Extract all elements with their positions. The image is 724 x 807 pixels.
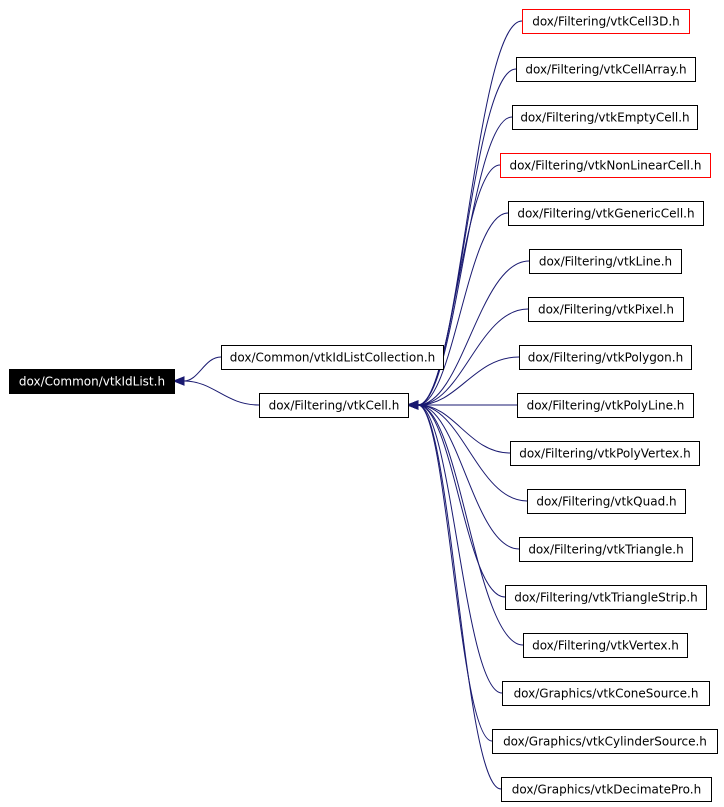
node-label: dox/Filtering/vtkQuad.h	[536, 495, 676, 509]
node-box	[492, 729, 718, 754]
node-box	[517, 393, 694, 418]
node-label: dox/Filtering/vtkVertex.h	[532, 639, 679, 653]
node-box	[516, 57, 696, 82]
node-polyline[interactable]: dox/Filtering/vtkPolyLine.h	[517, 393, 694, 418]
node-box	[500, 153, 711, 178]
edge-n_quad-to-n_cell	[406, 400, 528, 502]
edge-line	[417, 260, 530, 406]
node-quad[interactable]: dox/Filtering/vtkQuad.h	[527, 489, 686, 514]
edge-line	[183, 356, 222, 382]
graph-edges	[172, 20, 530, 790]
edge-n_tristrip-to-n_cell	[406, 400, 506, 598]
node-box	[523, 633, 688, 658]
node-cellarray[interactable]: dox/Filtering/vtkCellArray.h	[516, 57, 696, 82]
node-box	[221, 345, 444, 370]
edge-n_generic-to-n_cell	[406, 212, 509, 410]
edge-n_decimate-to-n_cell	[406, 400, 502, 790]
graph-nodes: dox/Common/vtkIdList.h dox/Common/vtkIdLi…	[9, 9, 718, 802]
node-tristrip[interactable]: dox/Filtering/vtkTriangleStrip.h	[505, 585, 707, 610]
node-box	[519, 537, 693, 562]
node-emptycell[interactable]: dox/Filtering/vtkEmptyCell.h	[512, 105, 698, 130]
node-pixel[interactable]: dox/Filtering/vtkPixel.h	[528, 297, 684, 322]
node-box	[512, 105, 698, 130]
node-polyvertex[interactable]: dox/Filtering/vtkPolyVertex.h	[510, 441, 700, 466]
edge-line	[417, 404, 502, 790]
edge-arrowhead	[406, 400, 419, 410]
node-label: dox/Filtering/vtkPolyLine.h	[527, 399, 685, 413]
node-label: dox/Filtering/vtkTriangleStrip.h	[514, 591, 698, 605]
node-label: dox/Filtering/vtkPolygon.h	[528, 351, 683, 365]
node-box	[502, 681, 710, 706]
node-label: dox/Graphics/vtkConeSource.h	[514, 687, 699, 701]
node-box	[510, 441, 700, 466]
node-label: dox/Common/vtkIdList.h	[19, 375, 165, 389]
node-box	[259, 393, 409, 418]
node-label: dox/Filtering/vtkNonLinearCell.h	[510, 159, 702, 173]
node-box	[9, 369, 175, 394]
edge-line	[417, 404, 493, 742]
node-vertex[interactable]: dox/Filtering/vtkVertex.h	[523, 633, 688, 658]
edge-line	[417, 404, 520, 550]
node-label: dox/Filtering/vtkPixel.h	[538, 303, 674, 317]
edge-line	[417, 212, 509, 406]
node-box	[519, 345, 692, 370]
node-label: dox/Filtering/vtkEmptyCell.h	[520, 111, 689, 125]
node-box	[529, 249, 682, 274]
node-decimate[interactable]: dox/Graphics/vtkDecimatePro.h	[501, 777, 712, 802]
node-box	[528, 297, 684, 322]
root-node[interactable]: dox/Common/vtkIdList.h	[9, 369, 175, 394]
edge-arrowhead	[172, 376, 185, 386]
edge-n_cell-to-root	[172, 376, 260, 406]
node-label: dox/Filtering/vtkCell3D.h	[532, 15, 680, 29]
node-box	[508, 201, 704, 226]
edge-n_nonlinear-to-n_cell	[406, 164, 501, 410]
node-line[interactable]: dox/Filtering/vtkLine.h	[529, 249, 682, 274]
node-label: dox/Common/vtkIdListCollection.h	[230, 351, 436, 365]
node-label: dox/Filtering/vtkTriangle.h	[528, 543, 683, 557]
node-collection[interactable]: dox/Common/vtkIdListCollection.h	[221, 345, 444, 370]
edge-line	[417, 404, 524, 646]
node-cone[interactable]: dox/Graphics/vtkConeSource.h	[502, 681, 710, 706]
node-cell3d[interactable]: dox/Filtering/vtkCell3D.h	[522, 9, 690, 34]
edge-line	[183, 380, 260, 406]
edge-line	[417, 404, 503, 694]
node-label: dox/Filtering/vtkCell.h	[269, 399, 400, 413]
edge-line	[417, 164, 501, 406]
node-label: dox/Graphics/vtkDecimatePro.h	[512, 783, 701, 797]
node-box	[505, 585, 707, 610]
edge-line	[417, 404, 528, 502]
edge-line	[417, 356, 520, 406]
edge-line	[417, 404, 506, 598]
node-box	[501, 777, 712, 802]
edge-n_triangle-to-n_cell	[406, 400, 520, 550]
node-box	[527, 489, 686, 514]
node-nonlinear[interactable]: dox/Filtering/vtkNonLinearCell.h	[500, 153, 711, 178]
node-cell[interactable]: dox/Filtering/vtkCell.h	[259, 393, 409, 418]
node-cylinder[interactable]: dox/Graphics/vtkCylinderSource.h	[492, 729, 718, 754]
edge-n_cone-to-n_cell	[406, 400, 503, 694]
node-label: dox/Graphics/vtkCylinderSource.h	[503, 735, 707, 749]
node-triangle[interactable]: dox/Filtering/vtkTriangle.h	[519, 537, 693, 562]
node-box	[522, 9, 690, 34]
node-label: dox/Filtering/vtkPolyVertex.h	[519, 447, 690, 461]
node-label: dox/Filtering/vtkCellArray.h	[525, 63, 686, 77]
edge-line	[417, 308, 529, 406]
node-label: dox/Filtering/vtkGenericCell.h	[517, 207, 694, 221]
node-polygon[interactable]: dox/Filtering/vtkPolygon.h	[519, 345, 692, 370]
edge-n_cylinder-to-n_cell	[406, 400, 493, 742]
node-label: dox/Filtering/vtkLine.h	[539, 255, 672, 269]
node-generic[interactable]: dox/Filtering/vtkGenericCell.h	[508, 201, 704, 226]
